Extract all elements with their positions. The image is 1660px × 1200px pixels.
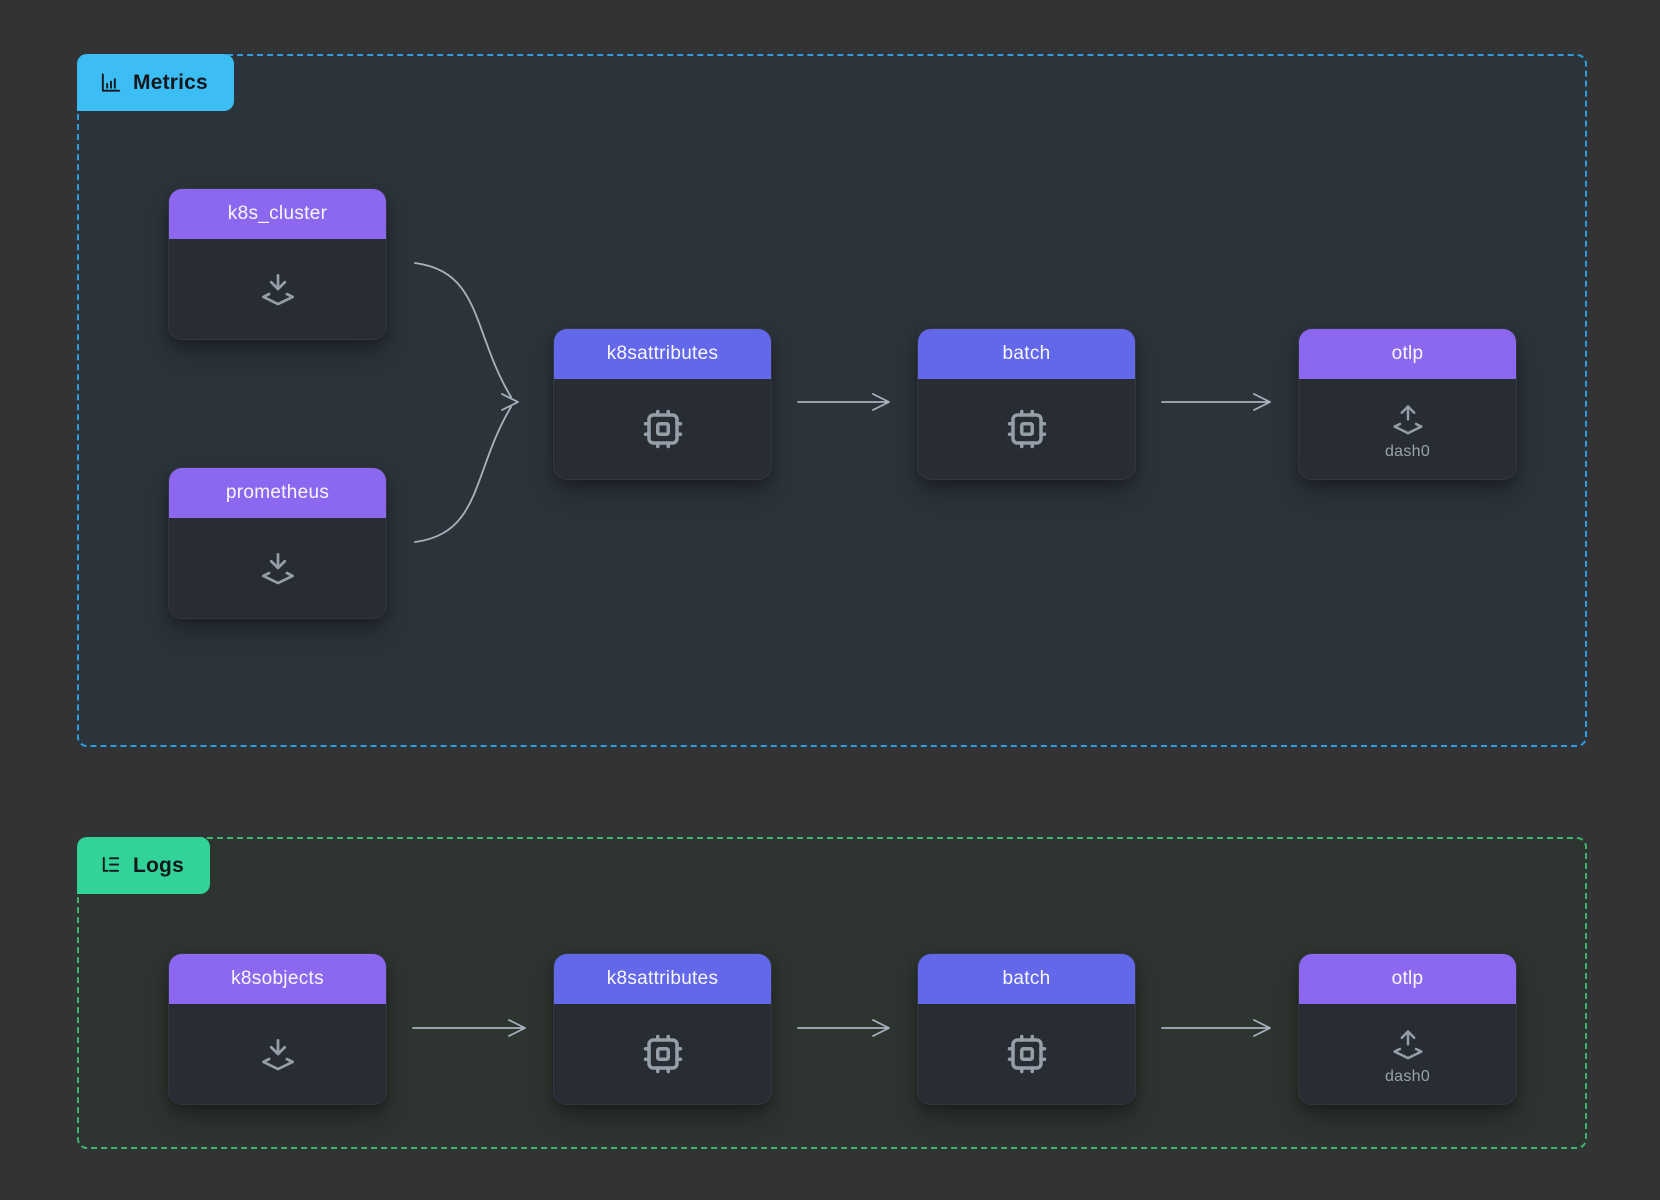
node-k8sattributes-logs[interactable]: k8sattributes xyxy=(553,953,772,1105)
metrics-group-badge: Metrics xyxy=(77,54,234,111)
node-body: dash0 xyxy=(1299,1004,1516,1103)
logs-icon xyxy=(99,854,122,877)
node-title: k8sobjects xyxy=(231,968,324,989)
node-header: otlp xyxy=(1299,954,1516,1004)
node-header: k8sattributes xyxy=(554,329,771,379)
node-body xyxy=(554,379,771,478)
node-body xyxy=(918,1004,1135,1103)
node-header: prometheus xyxy=(169,468,386,518)
logs-group-label: Logs xyxy=(133,853,184,877)
cpu-icon xyxy=(642,408,684,450)
cpu-icon xyxy=(1006,1033,1048,1075)
node-batch-metrics[interactable]: batch xyxy=(917,328,1136,480)
node-header: batch xyxy=(918,329,1135,379)
node-title: otlp xyxy=(1391,968,1424,989)
node-body xyxy=(169,239,386,338)
exporter-target-label: dash0 xyxy=(1384,443,1431,460)
node-title: k8sattributes xyxy=(606,968,719,989)
node-k8sobjects[interactable]: k8sobjects xyxy=(168,953,387,1105)
node-body xyxy=(554,1004,771,1103)
inbox-arrow-down-icon xyxy=(255,266,301,312)
node-body xyxy=(169,1004,386,1103)
node-title: batch xyxy=(1002,343,1051,364)
metrics-group-label: Metrics xyxy=(133,70,208,94)
cpu-icon xyxy=(1006,408,1048,450)
node-header: k8s_cluster xyxy=(169,189,386,239)
node-title: prometheus xyxy=(225,482,330,503)
upload-arrow-icon xyxy=(1387,1021,1429,1063)
node-header: otlp xyxy=(1299,329,1516,379)
node-otlp-logs[interactable]: otlp dash0 xyxy=(1298,953,1517,1105)
bar-chart-icon xyxy=(99,71,122,94)
node-k8sattributes-metrics[interactable]: k8sattributes xyxy=(553,328,772,480)
node-title: otlp xyxy=(1391,343,1424,364)
node-title: batch xyxy=(1002,968,1051,989)
logs-group-badge: Logs xyxy=(77,837,210,894)
node-k8s_cluster[interactable]: k8s_cluster xyxy=(168,188,387,340)
exporter-target-label: dash0 xyxy=(1384,1068,1431,1085)
node-title: k8sattributes xyxy=(606,343,719,364)
node-header: batch xyxy=(918,954,1135,1004)
node-header: k8sobjects xyxy=(169,954,386,1004)
inbox-arrow-down-icon xyxy=(255,545,301,591)
node-body xyxy=(918,379,1135,478)
inbox-arrow-down-icon xyxy=(255,1031,301,1077)
node-body xyxy=(169,518,386,617)
node-header: k8sattributes xyxy=(554,954,771,1004)
node-body: dash0 xyxy=(1299,379,1516,478)
node-title: k8s_cluster xyxy=(227,203,328,224)
node-otlp-metrics[interactable]: otlp dash0 xyxy=(1298,328,1517,480)
node-prometheus[interactable]: prometheus xyxy=(168,467,387,619)
upload-arrow-icon xyxy=(1387,396,1429,438)
cpu-icon xyxy=(642,1033,684,1075)
node-batch-logs[interactable]: batch xyxy=(917,953,1136,1105)
